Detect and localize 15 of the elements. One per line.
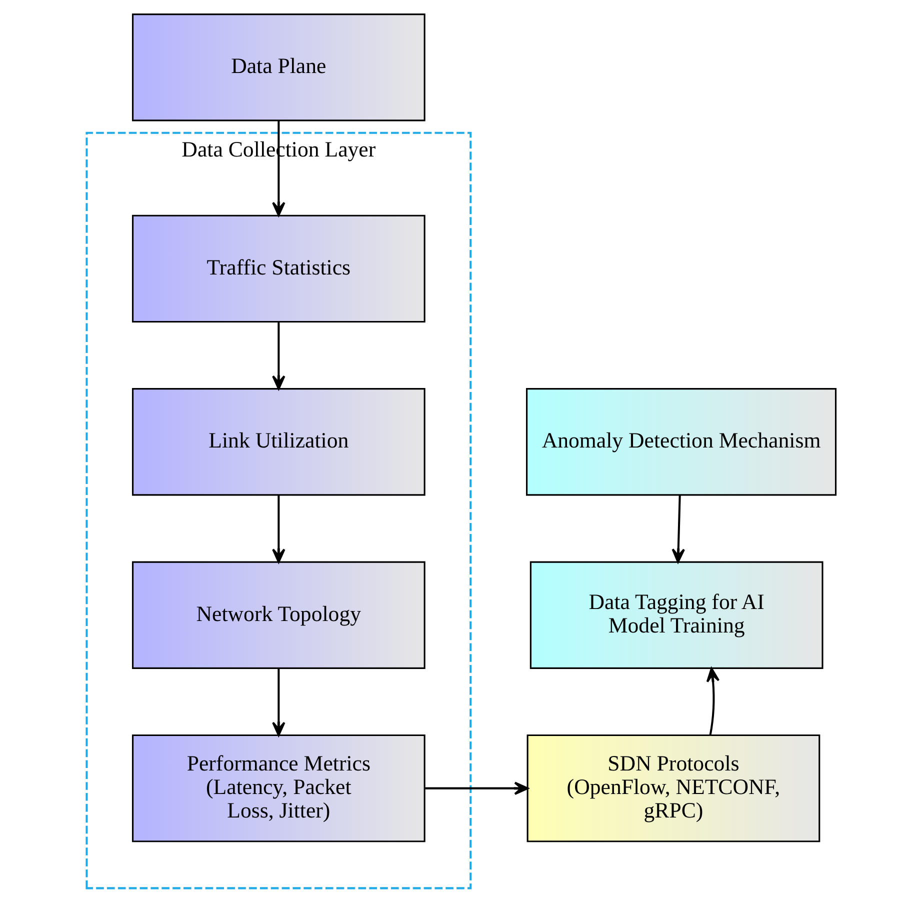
node-box: SDN Protocols (OpenFlow, NETCONF, gRPC) [526,734,820,842]
node-box: Link Utilization [131,388,425,496]
arrow [671,495,684,563]
node-box: Traffic Statistics [131,214,425,323]
node-box: Anomaly Detection Mechanism [526,388,836,496]
arrow [272,120,285,216]
node-box: Data Plane [131,14,425,122]
arrow [272,495,285,563]
node-box: Network Topology [131,561,425,669]
node-box: Performance Metrics (Latency, Packet Loss, Jitter) [131,734,425,842]
arrow [272,668,285,736]
arrow [272,322,285,390]
arrow [706,668,720,736]
arrow [424,782,528,795]
node-box: Data Tagging for AI Model Training [529,561,823,669]
